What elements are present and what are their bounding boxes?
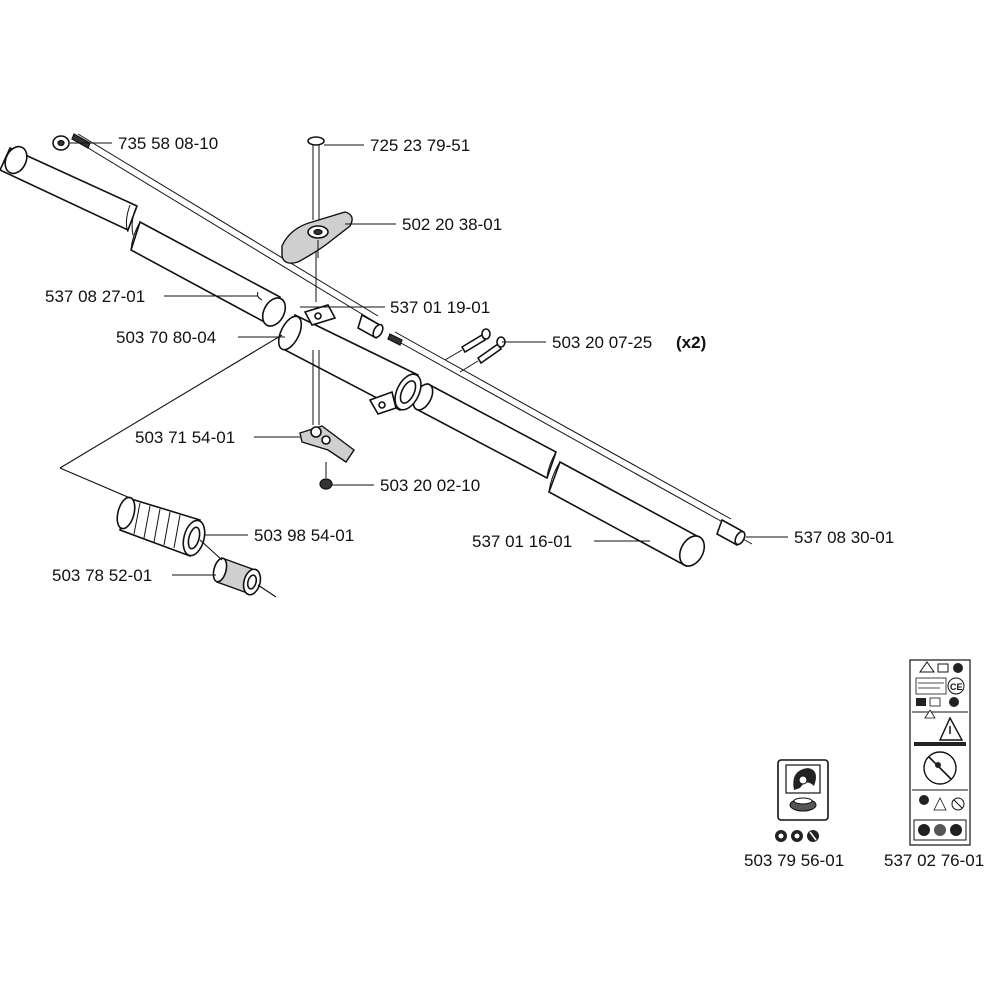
collar-part	[212, 557, 262, 596]
drive-shaft-part	[71, 133, 732, 526]
label-screws-qty: (x2)	[676, 333, 706, 352]
decal-1	[775, 759, 829, 842]
clamp-part	[277, 304, 422, 415]
label-decal-1: 503 79 56-01	[744, 851, 844, 870]
label-bushing: 503 98 54-01	[254, 526, 354, 545]
small-screw-part	[319, 462, 333, 490]
explode-lines	[59, 334, 283, 598]
screws-part	[444, 328, 506, 373]
label-collar: 503 78 52-01	[52, 566, 152, 585]
upper-tube-part	[0, 145, 287, 327]
label-upper-tube: 537 08 27-01	[45, 287, 145, 306]
ce-mark: CE	[950, 682, 963, 692]
washer-part	[52, 135, 70, 151]
label-clamp: 503 70 80-04	[116, 328, 216, 347]
bracket-part	[299, 425, 355, 463]
shaft-end-part	[716, 518, 753, 547]
label-knob: 502 20 38-01	[402, 215, 502, 234]
label-washer: 735 58 08-10	[118, 134, 218, 153]
decal-2: CE	[909, 659, 971, 846]
label-decal-2: 537 02 76-01	[884, 851, 984, 870]
bushing-part	[116, 496, 206, 558]
label-screws: 503 20 07-25	[552, 333, 652, 352]
label-drive-shaft: 537 01 19-01	[390, 298, 490, 317]
label-lower-tube: 537 01 16-01	[472, 532, 572, 551]
label-bracket: 503 71 54-01	[135, 428, 235, 447]
label-small-screw: 503 20 02-10	[380, 476, 480, 495]
lower-tube-part	[412, 382, 706, 568]
label-top-bolt: 725 23 79-51	[370, 136, 470, 155]
knob-part	[281, 211, 353, 264]
leader-lines	[70, 142, 788, 576]
top-bolt-part	[307, 136, 325, 425]
label-shaft-end: 537 08 30-01	[794, 528, 894, 547]
